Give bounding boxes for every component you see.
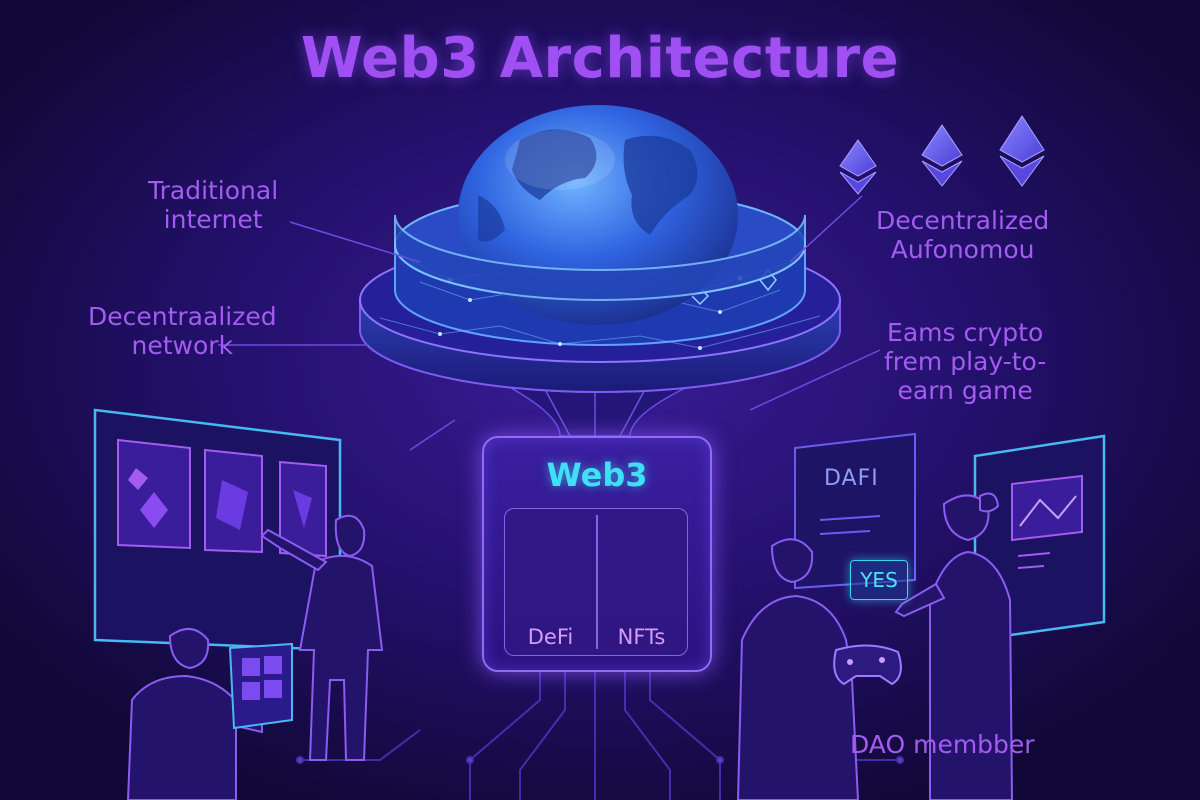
nft-gallery-screen xyxy=(93,408,342,652)
dao-member-figure xyxy=(894,492,1014,800)
ethereum-icon xyxy=(839,139,877,195)
label-traditional-internet: Traditional internet xyxy=(148,176,278,234)
label-earns-crypto: Eams crypto frem play-to- earn game xyxy=(884,318,1046,405)
leader-lines xyxy=(218,195,881,451)
ethereum-icon xyxy=(999,115,1045,187)
label-line: internet xyxy=(163,205,263,234)
label-line: Aufonomou xyxy=(890,235,1035,264)
circuit-traces xyxy=(296,668,904,800)
hub-feature-grid: DeFi NFTs xyxy=(504,508,688,656)
defi-label: DeFi xyxy=(527,625,574,649)
hub-divider xyxy=(596,515,598,649)
label-line: Eams crypto xyxy=(887,318,1044,347)
web3-hub-panel: Web3 DeFi NFTs xyxy=(482,436,712,672)
diagram-title: Web3 Architecture xyxy=(300,26,900,91)
globe-ring xyxy=(394,214,806,301)
label-dao-member: DAO membber xyxy=(850,730,1035,759)
label-line: frem play-to- xyxy=(884,347,1047,376)
label-decentralized-network: Decentraalized network xyxy=(88,302,277,360)
label-line: network xyxy=(131,331,234,360)
label-line: Decentraalized xyxy=(88,302,277,331)
label-decentralized-autonomous: Decentralized Aufonomou xyxy=(876,206,1049,264)
man-with-tablet-figure xyxy=(126,628,293,800)
ethereum-icon xyxy=(921,124,963,187)
woman-figure xyxy=(260,514,384,761)
label-line: Decentralized xyxy=(876,206,1050,235)
label-line: Traditional xyxy=(148,176,279,205)
gamer-figure xyxy=(736,538,860,800)
label-line: earn game xyxy=(897,376,1033,405)
game-controller-icon xyxy=(833,644,902,686)
hub-title: Web3 xyxy=(546,456,648,494)
dafi-screen-title: DAFI xyxy=(824,466,879,491)
nfts-label: NFTs xyxy=(617,625,666,649)
yes-vote-button[interactable]: YES xyxy=(850,560,908,600)
